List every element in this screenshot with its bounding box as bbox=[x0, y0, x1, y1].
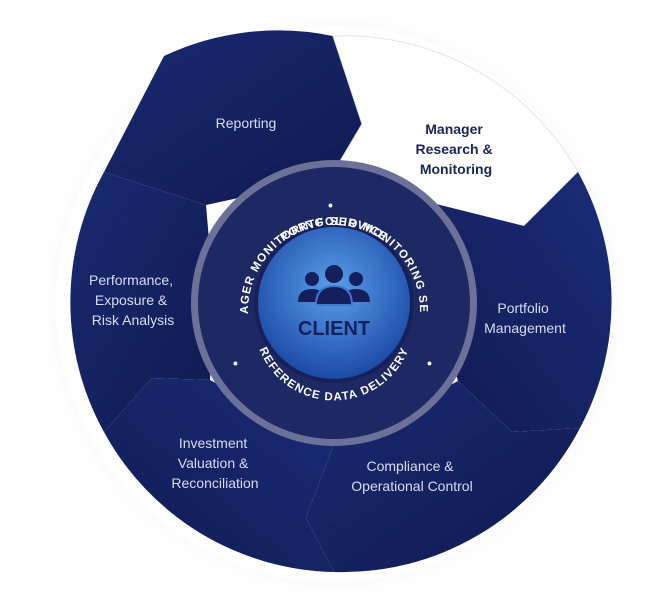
label-reporting: Reporting bbox=[216, 115, 277, 131]
segment-portfolio-management[interactable] bbox=[420, 172, 612, 432]
label-performance: Performance, Exposure & Risk Analysis bbox=[89, 272, 177, 328]
label-investment-valuation: Investment Valuation & Reconciliation bbox=[171, 435, 258, 491]
segment-labels: Reporting Manager Research & Monitoring … bbox=[89, 115, 566, 494]
ring-separator-left: • bbox=[233, 355, 239, 371]
label-manager-research: Manager Research & Monitoring bbox=[416, 121, 497, 177]
ring-separator-right: • bbox=[427, 355, 433, 371]
label-portfolio-management: Portfolio Management bbox=[484, 300, 566, 336]
label-compliance: Compliance & Operational Control bbox=[351, 458, 472, 494]
client-label: CLIENT bbox=[298, 318, 370, 340]
ring-separator-top: • bbox=[328, 197, 334, 213]
people-group-icon bbox=[298, 265, 370, 306]
wheel-segments bbox=[70, 30, 612, 573]
segment-reporting[interactable] bbox=[104, 30, 362, 206]
segment-performance[interactable] bbox=[70, 172, 214, 432]
